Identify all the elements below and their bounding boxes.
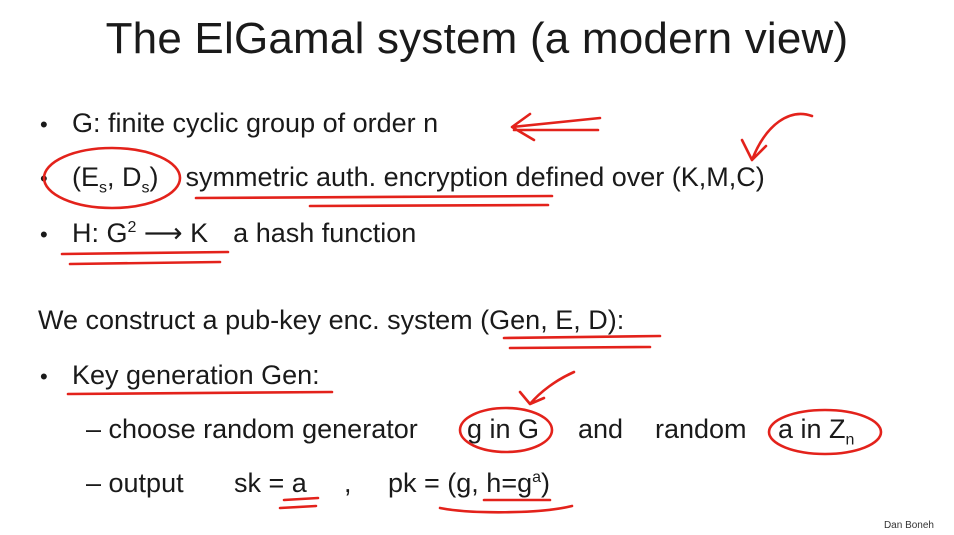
key-separator: , <box>344 468 352 498</box>
bullet-dot: • <box>40 166 48 191</box>
step-prefix: – choose random generator <box>86 414 418 444</box>
public-key-text: pk = (g, h=g <box>388 468 533 498</box>
hash-def-prefix: H: G <box>72 218 128 248</box>
keygen-step-choose: – choose random generator <box>86 414 418 445</box>
underline-pk <box>438 498 574 514</box>
cipher-e-sub: s <box>99 179 108 197</box>
underline-gen <box>502 334 662 350</box>
bullet-dot: • <box>40 364 48 389</box>
generator-g: g in G <box>467 414 540 444</box>
cipher-d: D <box>122 162 142 192</box>
and-word: and <box>578 414 624 444</box>
bullet-symmetric-cipher: (Es, Ds) symmetric auth. encryption defi… <box>72 162 765 197</box>
secret-a-text: a in Z <box>778 414 846 444</box>
underline-encryption <box>194 194 554 208</box>
bullet-text: a hash function <box>233 218 417 248</box>
underline-sk <box>278 496 320 510</box>
public-key-close: ) <box>541 468 551 498</box>
bullet-hash-function: H: G2 ⟶ K a hash function <box>72 218 416 249</box>
bullet-text: symmetric auth. encryption defined over … <box>185 162 765 192</box>
hash-def-post: ⟶ K <box>136 218 209 248</box>
cipher-d-sub: s <box>141 179 150 197</box>
construct-statement: We construct a pub-key enc. system (Gen,… <box>38 305 625 335</box>
secret-a: a in Zn <box>778 414 854 449</box>
bullet-group-definition: G: finite cyclic group of order n <box>72 108 438 139</box>
public-key: pk = (g, h=ga) <box>388 468 550 499</box>
underline-keygen <box>66 390 334 396</box>
random-word: random <box>655 414 747 444</box>
cipher-e: E <box>81 162 100 192</box>
arrow-to-generator <box>518 370 576 406</box>
keygen-label: Key generation Gen: <box>72 360 320 390</box>
bullet-text: G: finite cyclic group of order n <box>72 108 439 138</box>
secret-key: sk = a <box>234 468 307 498</box>
public-key-sup: a <box>532 469 542 486</box>
secret-a-sub: n <box>845 431 855 449</box>
arrow-to-kmc <box>740 112 814 162</box>
hash-def-sup: 2 <box>127 219 137 236</box>
slide-title: The ElGamal system (a modern view) <box>105 14 849 63</box>
bullet-dot: • <box>40 112 48 137</box>
underline-hash <box>60 250 230 266</box>
keygen-step-output: – output <box>86 468 184 498</box>
bullet-dot: • <box>40 222 48 247</box>
arrow-to-order <box>510 112 602 142</box>
author-footer: Dan Boneh <box>883 520 934 531</box>
